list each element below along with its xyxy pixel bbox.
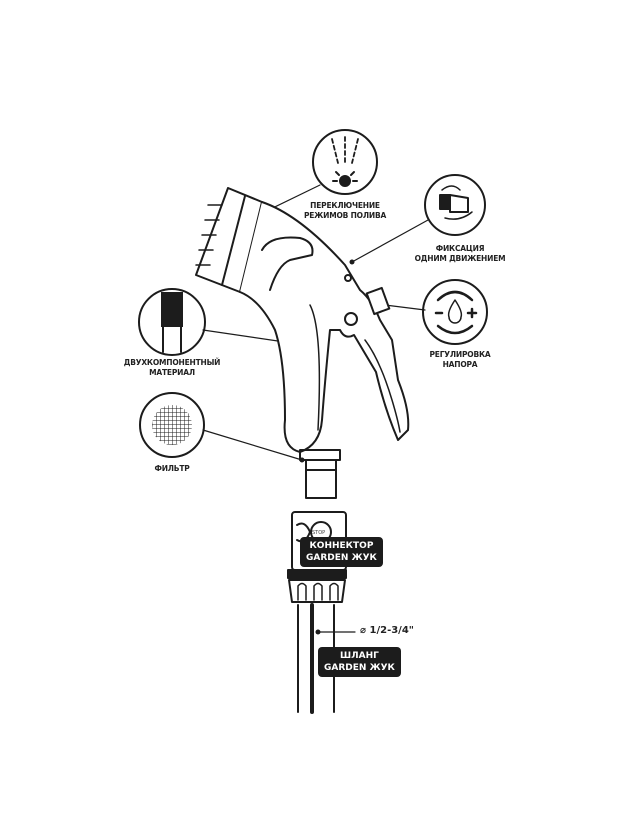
label-line: ПЕРЕКЛЮЧЕНИЕ [310,201,380,210]
label-line: ФИКСАЦИЯ [435,244,485,253]
label-line: НАПОРА [442,360,478,369]
two-component-material-icon [138,288,206,356]
tag-line: ШЛАНГ [340,651,379,661]
label-line: ОДНИМ ДВИЖЕНИЕМ [414,254,506,263]
stop-label: STOP [312,530,326,536]
label-line: РЕГУЛИРОВКА [429,350,491,359]
filter-icon [139,392,205,458]
tag-line: GARDEN ЖУК [306,553,377,563]
tag-line: КОННЕКТОР [309,541,374,551]
spray-modes-icon [312,129,378,195]
filter-label: ФИЛЬТР [154,464,189,474]
hose-tag: ШЛАНГ GARDEN ЖУК [318,647,401,677]
spray-gun [195,187,410,714]
label-line: МАТЕРИАЛ [149,368,195,377]
one-motion-lock-icon [424,174,486,236]
connector-tag: КОННЕКТОР GARDEN ЖУК [300,537,383,567]
label-line: РЕЖИМОВ ПОЛИВА [303,211,387,220]
pressure-adjust-icon [422,279,488,345]
label-line: ДВУХКОМПОНЕНТНЫЙ [123,358,221,367]
tag-line: GARDEN ЖУК [324,663,395,673]
hose-diameter: ⌀ 1/2-3/4" [360,625,414,636]
label-line: ФИЛЬТР [154,464,190,473]
